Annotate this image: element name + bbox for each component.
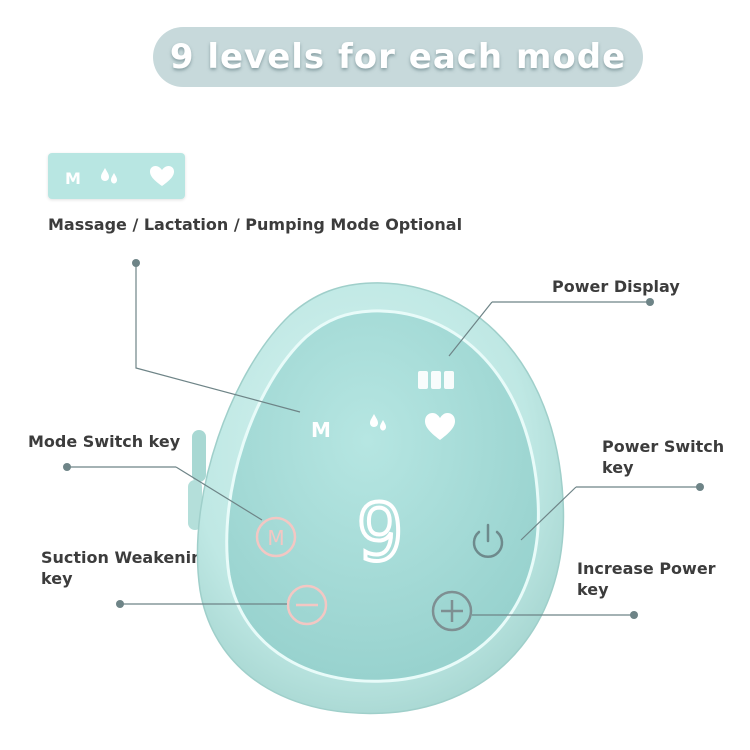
side-button-top: [192, 430, 206, 482]
mode-switch-callout-dot: [63, 463, 71, 471]
massage-mode-icon: M: [65, 169, 81, 188]
mode-icons-chip: M: [48, 153, 185, 199]
power-display-callout-dot: [646, 298, 654, 306]
power-switch-callout-pointer: [520, 486, 577, 541]
lactation-drops-icon: [101, 168, 117, 184]
power-switch-label: Power Switch key: [602, 437, 725, 477]
display-lactation-drops-icon: [370, 414, 386, 431]
mode-switch-button[interactable]: M: [255, 516, 297, 558]
suction-weakening-callout-dot: [116, 600, 124, 608]
device-face-panel: [225, 309, 540, 683]
mode-switch-label: Mode Switch key: [28, 432, 181, 451]
banner-title: 9 levels for each mode: [169, 37, 627, 77]
display-heart-icon: [425, 413, 455, 440]
battery-level-indicator: [418, 371, 454, 389]
power-display-label: Power Display: [552, 277, 680, 296]
mode-optional-label: Massage / Lactation / Pumping Mode Optio…: [48, 215, 463, 234]
power-switch-button[interactable]: [472, 523, 504, 558]
title-banner: 9 levels for each mode: [153, 27, 643, 87]
mode-switch-button-letter: M: [267, 526, 284, 550]
mode-switch-callout-pointer: [175, 466, 263, 521]
level-digit-display: 9: [357, 489, 404, 579]
mode-optional-callout-line: [135, 263, 301, 413]
increase-power-button[interactable]: [431, 590, 473, 632]
mode-optional-callout-dot: [132, 259, 140, 267]
side-button-bottom: [188, 480, 202, 530]
display-massage-mode-icon: M: [311, 418, 331, 442]
suction-weakening-label: Suction Weakening key: [41, 548, 214, 588]
suction-weakening-button[interactable]: [286, 584, 328, 626]
power-display-callout-pointer: [448, 301, 493, 357]
increase-power-label: Increase Power key: [577, 559, 716, 599]
increase-power-callout-dot: [630, 611, 638, 619]
power-switch-callout-dot: [696, 483, 704, 491]
heart-icon: [150, 166, 174, 186]
